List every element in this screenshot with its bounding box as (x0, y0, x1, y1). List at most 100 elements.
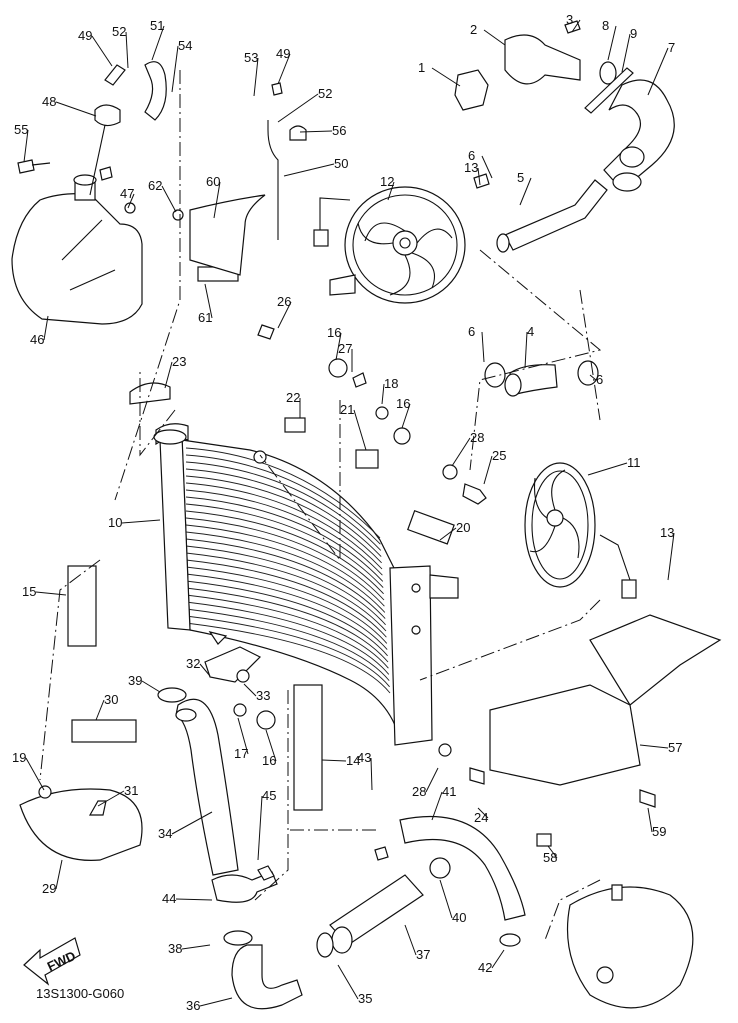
radiator-fin (185, 573, 388, 650)
radiator-fin (185, 503, 384, 588)
part-callout-59: 59 (652, 824, 666, 839)
part-callout-51: 51 (150, 18, 164, 33)
part-callout-45: 45 (262, 788, 276, 803)
part-callout-39: 39 (128, 673, 142, 688)
callout-leader-line (55, 101, 97, 117)
callout-leader-line (639, 744, 669, 749)
part-callout-8: 8 (602, 18, 609, 33)
callout-leader-line (97, 790, 125, 807)
radiator-fin (185, 454, 381, 545)
callout-leader-line (277, 93, 319, 123)
callout-leader-line (181, 944, 211, 950)
part-callout-21: 21 (340, 402, 354, 417)
callout-leader-line (431, 67, 461, 87)
callout-leader-line (519, 177, 532, 206)
part-callout-17: 17 (234, 746, 248, 761)
part-callout-33: 33 (256, 688, 270, 703)
part-callout-11: 11 (627, 455, 641, 470)
part-callout-61: 61 (198, 310, 212, 325)
radiator-core (155, 423, 459, 746)
callout-leader-line (439, 879, 453, 919)
radiator-fin (185, 622, 391, 694)
part-callout-22: 22 (286, 390, 300, 405)
radiator-fin (185, 468, 382, 557)
callout-leader-line (171, 45, 179, 93)
callout-leader-line (607, 25, 617, 61)
part-callout-36: 36 (186, 998, 200, 1013)
callout-leader-line (321, 759, 347, 762)
radiator-fin (185, 524, 385, 607)
part-callout-4: 4 (527, 324, 534, 339)
part-callout-18: 18 (384, 376, 398, 391)
radiator-fin (185, 545, 386, 626)
callout-leader-line (571, 19, 581, 33)
part-callout-52: 52 (112, 24, 126, 39)
callout-leader-line (243, 683, 257, 697)
part-callout-15: 15 (22, 584, 36, 599)
part-callout-6: 6 (468, 148, 475, 163)
part-callout-34: 34 (158, 826, 172, 841)
part-callout-7: 7 (668, 40, 675, 55)
radiator-fin (185, 601, 390, 675)
part-callout-46: 46 (30, 332, 44, 347)
callout-leader-line (213, 181, 221, 219)
part-callout-14: 14 (346, 753, 360, 768)
radiator-fin (185, 475, 382, 564)
part-callout-28: 28 (470, 430, 484, 445)
part-callout-62: 62 (148, 178, 162, 193)
callout-leader-line (171, 811, 213, 835)
radiator-fin (185, 531, 386, 613)
part-callout-60: 60 (206, 174, 220, 189)
callout-leader-line (277, 301, 292, 329)
part-callout-6: 6 (468, 324, 475, 339)
part-callout-40: 40 (452, 910, 466, 925)
part-callout-31: 31 (124, 783, 138, 798)
radiator-fin (185, 510, 384, 595)
part-callout-16: 16 (262, 753, 276, 768)
part-callout-10: 10 (108, 515, 122, 530)
callout-leader-line (277, 53, 291, 85)
radiator-fin (185, 615, 390, 688)
part-callout-43: 43 (357, 750, 371, 765)
part-callout-37: 37 (416, 947, 430, 962)
part-callout-54: 54 (178, 38, 192, 53)
part-callout-42: 42 (478, 960, 492, 975)
callout-leader-line (425, 767, 439, 793)
callout-leader-line (127, 193, 135, 209)
radiator-fin (185, 552, 387, 632)
part-callout-20: 20 (456, 520, 470, 535)
callout-leader-line (199, 663, 211, 677)
callout-leader-line (477, 167, 481, 186)
callout-leader-line (237, 717, 249, 755)
part-callout-9: 9 (630, 26, 637, 41)
fan-motor-upper (313, 186, 466, 304)
callout-leader-line (35, 591, 67, 596)
part-callout-44: 44 (162, 891, 176, 906)
part-callout-16: 16 (396, 396, 410, 411)
callout-leader-line (199, 997, 233, 1007)
callout-leader-line (524, 331, 528, 369)
part-callout-16: 16 (327, 325, 341, 340)
callout-leader-line (55, 859, 63, 890)
part-callout-48: 48 (42, 94, 56, 109)
callout-leader-line (381, 383, 385, 405)
part-callout-57: 57 (668, 740, 682, 755)
callout-leader-line (164, 361, 173, 389)
callout-leader-line (483, 29, 506, 46)
callout-leader-line (337, 964, 359, 1000)
callout-leader-line (353, 409, 367, 451)
radiator-fin (185, 496, 384, 582)
part-callout-5: 5 (517, 170, 524, 185)
callout-leader-line (43, 315, 49, 341)
callout-leader-line (175, 898, 213, 901)
part-callout-41: 41 (442, 784, 456, 799)
part-callout-2: 2 (470, 22, 477, 37)
part-callout-38: 38 (168, 941, 182, 956)
callout-leader-line (451, 437, 471, 467)
callout-leader-line (404, 924, 417, 956)
callout-leader-line (589, 374, 597, 381)
part-callout-12: 12 (380, 174, 394, 189)
part-callout-30: 30 (104, 692, 118, 707)
